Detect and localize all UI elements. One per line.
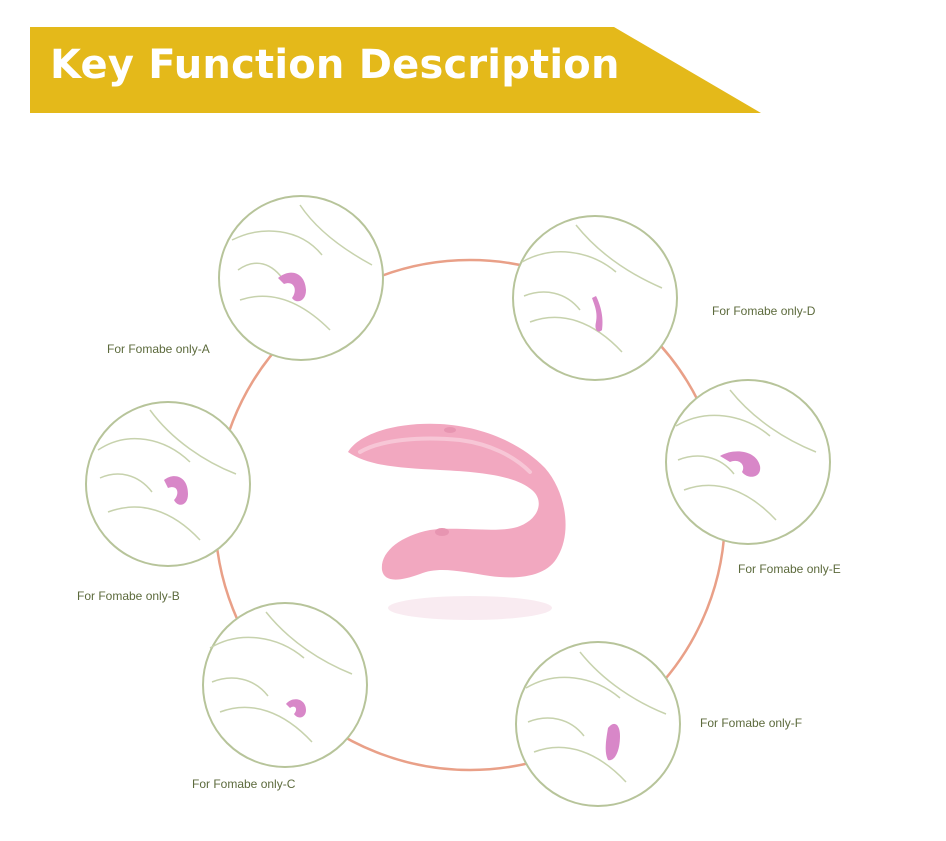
page-title: Key Function Description [50, 42, 620, 88]
illustration-d [512, 215, 678, 381]
label-a: For Fomabe only-A [107, 342, 210, 356]
banner-ribbon-shape [30, 27, 761, 113]
product-image [348, 423, 566, 620]
label-b: For Fomabe only-B [77, 589, 180, 603]
label-e: For Fomabe only-E [738, 562, 841, 576]
title-banner: Key Function Description [30, 27, 762, 115]
label-d: For Fomabe only-D [712, 304, 816, 318]
label-c: For Fomabe only-C [192, 777, 296, 791]
illustration-e [665, 379, 831, 545]
illustration-f [515, 641, 681, 807]
illustration-b [85, 401, 251, 567]
illustration-c [202, 602, 368, 768]
illustration-a [218, 195, 384, 361]
label-f: For Fomabe only-F [700, 716, 802, 730]
